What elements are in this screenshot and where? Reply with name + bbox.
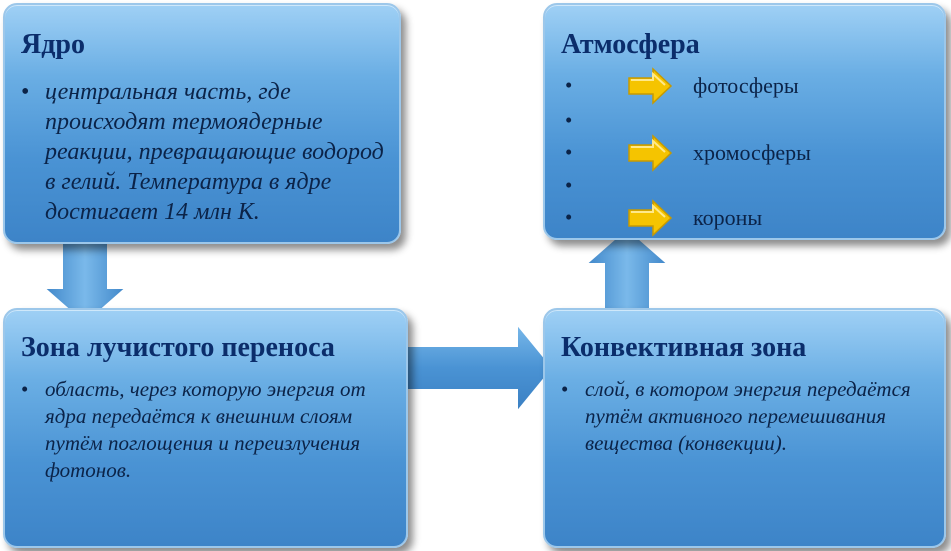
bullet-icon: • <box>565 140 573 164</box>
atmosphere-item-chromosphere: • хромосферы <box>565 134 865 172</box>
bullet-icon: • <box>565 108 573 132</box>
atmosphere-item-photosphere: • фотосферы <box>565 67 865 105</box>
convective-zone-bullet: слой, в котором энергия передаётся путём… <box>561 376 921 457</box>
right-arrow <box>406 321 555 415</box>
atmosphere-item-empty: • <box>565 106 865 136</box>
bullet-icon: • <box>565 173 573 197</box>
core-box: Ядро центральная часть, где происходят т… <box>3 3 401 244</box>
bullet-icon: • <box>565 73 573 97</box>
atmosphere-item-empty: • <box>565 171 865 201</box>
atmosphere-item-corona: • короны <box>565 199 865 237</box>
core-bullet: центральная часть, где происходят термоя… <box>21 77 389 227</box>
radiative-zone-box: Зона лучистого переноса область, через к… <box>3 308 408 548</box>
atmosphere-title: Атмосфера <box>561 29 700 60</box>
radiative-zone-title: Зона лучистого переноса <box>21 332 335 363</box>
bullet-icon: • <box>565 205 573 229</box>
atmosphere-item-label: фотосферы <box>693 73 799 98</box>
radiative-zone-list: область, через которую энергия от ядра п… <box>21 376 396 484</box>
arrow-right-icon <box>628 199 673 237</box>
down-arrow <box>41 236 129 326</box>
atmosphere-box: Атмосфера • фотосферы • • хромосферы • •… <box>543 3 946 240</box>
radiative-zone-bullet: область, через которую энергия от ядра п… <box>21 376 396 484</box>
convective-zone-title: Конвективная зона <box>561 332 807 363</box>
arrow-right-icon <box>628 67 673 105</box>
atmosphere-item-label: хромосферы <box>693 140 811 165</box>
core-title: Ядро <box>21 29 85 60</box>
convective-zone-box: Конвективная зона слой, в котором энерги… <box>543 308 946 548</box>
core-list: центральная часть, где происходят термоя… <box>21 77 389 227</box>
convective-zone-list: слой, в котором энергия передаётся путём… <box>561 376 921 457</box>
arrow-right-icon <box>628 134 673 172</box>
atmosphere-item-label: короны <box>693 205 763 230</box>
